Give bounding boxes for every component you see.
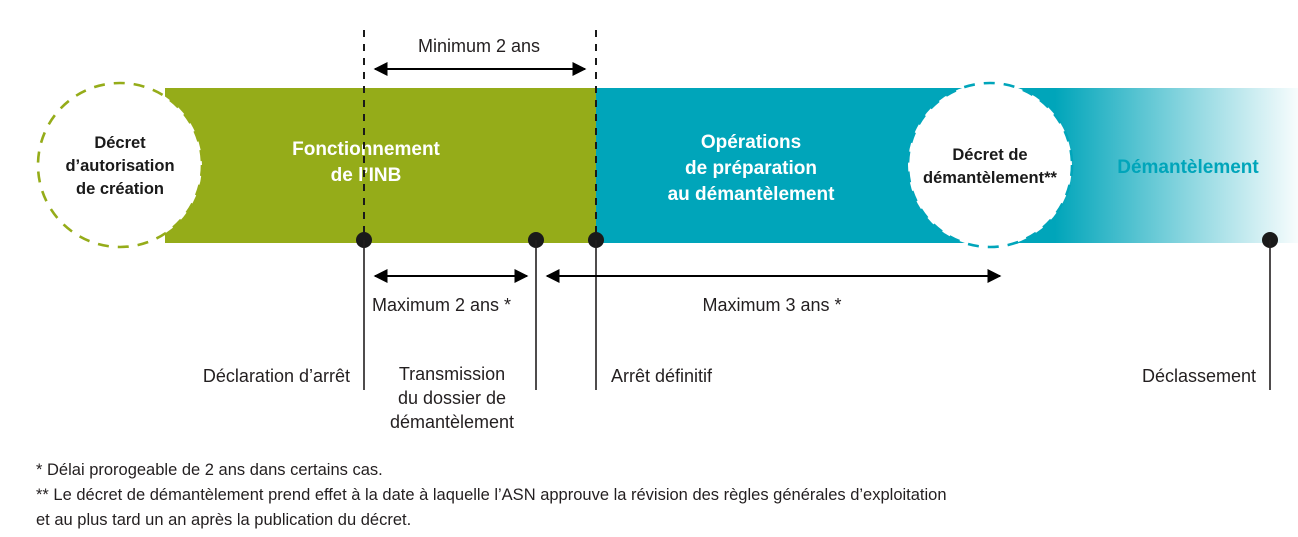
decret-creation-circle	[36, 81, 204, 249]
event-label-declassement: Déclassement	[1142, 366, 1256, 386]
transmission-dossier-line3: démantèlement	[390, 412, 514, 432]
band-label-operations-preparation: Opérations de préparation au démantèleme…	[668, 132, 835, 205]
minimum-2-ans-label: Minimum 2 ans	[418, 36, 540, 56]
footnote-2-line2: et au plus tard un an après la publicati…	[36, 511, 411, 529]
transmission-dossier-line2: du dossier de	[398, 388, 506, 408]
decret-creation-line3: de création	[76, 180, 164, 198]
event-label-arret-definitif: Arrêt définitif	[611, 366, 713, 386]
band-demantelement	[1055, 88, 1298, 243]
decret-demantelement-circle	[906, 81, 1074, 249]
maximum-3-ans-label: Maximum 3 ans *	[702, 295, 841, 315]
milestone-decret-demantelement: Décret de démantèlement**	[906, 81, 1074, 249]
event-label-transmission-dossier: Transmission du dossier de démantèlement	[390, 364, 514, 432]
decret-demantelement-line1: Décret de	[952, 146, 1027, 164]
decret-creation-line2: d’autorisation	[65, 157, 174, 175]
decret-demantelement-line2: démantèlement**	[923, 169, 1057, 187]
milestone-decret-autorisation-creation: Décret d’autorisation de création	[36, 81, 204, 249]
band-label-fonctionnement: Fonctionnement de l’INB	[292, 139, 440, 186]
maximum-2-ans-label: Maximum 2 ans *	[372, 295, 511, 315]
band-operations-line2: de préparation	[685, 158, 817, 179]
measure-minimum-2-ans: Minimum 2 ans	[373, 36, 587, 76]
band-fonctionnement-line1: Fonctionnement	[292, 139, 440, 160]
band-operations-line1: Opérations	[701, 132, 801, 153]
band-operations-line3: au démantèlement	[668, 184, 835, 205]
band-demantelement-label: Démantèlement	[1117, 157, 1259, 178]
band-fonctionnement	[165, 88, 596, 243]
footnote-2-line1: ** Le décret de démantèlement prend effe…	[36, 486, 947, 504]
measure-maximum-3-ans: Maximum 3 ans *	[545, 269, 1002, 315]
event-label-declaration-arret: Déclaration d’arrêt	[203, 366, 350, 386]
transmission-dossier-line1: Transmission	[399, 364, 505, 384]
measure-maximum-2-ans: Maximum 2 ans *	[372, 269, 529, 315]
decret-creation-line1: Décret	[94, 134, 146, 152]
footnote-1: * Délai prorogeable de 2 ans dans certai…	[36, 461, 383, 479]
band-fonctionnement-line2: de l’INB	[331, 165, 402, 186]
